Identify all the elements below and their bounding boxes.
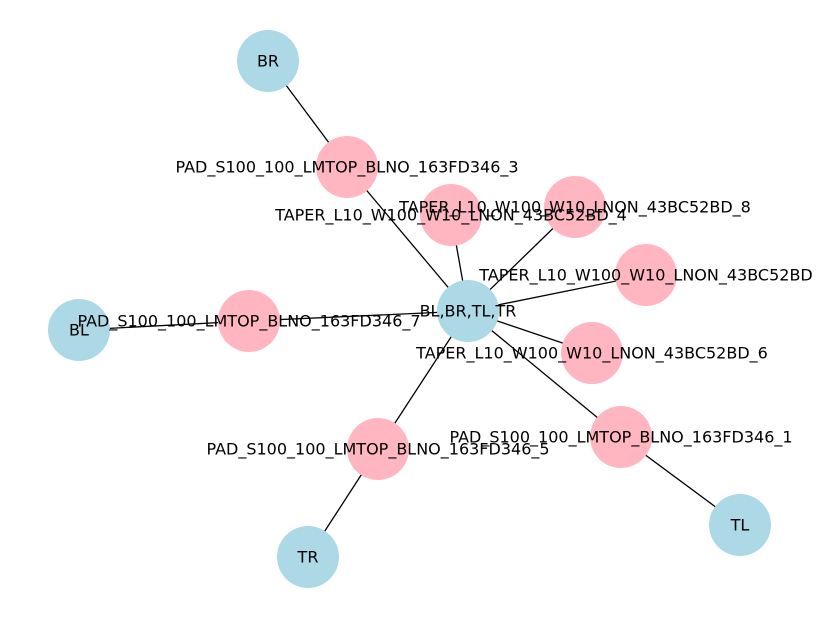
node-taper4[interactable] bbox=[420, 184, 482, 246]
node-tr[interactable] bbox=[277, 526, 339, 588]
node-label-pad7: PAD_S100_100_LMTOP_BLNO_163FD346_7 bbox=[77, 312, 420, 332]
node-label-taper6: TAPER_L10_W100_W10_LNON_43BC52BD_6 bbox=[415, 344, 768, 364]
node-label-tl: TL bbox=[730, 516, 750, 535]
edge-hub-pad1 bbox=[467, 310, 622, 438]
node-taper8[interactable] bbox=[544, 176, 606, 238]
node-taper6[interactable] bbox=[561, 322, 623, 384]
labels-layer: BL,BR,TL,TR BR BL TL TR PAD_S100_100_LMTOP_BL… bbox=[69, 52, 813, 567]
node-label-tr: TR bbox=[297, 548, 319, 567]
node-pad7[interactable] bbox=[218, 290, 280, 352]
node-tl[interactable] bbox=[709, 494, 771, 556]
node-label-br: BR bbox=[257, 52, 279, 71]
node-label-bl: BL bbox=[69, 321, 89, 340]
node-pad1[interactable] bbox=[590, 406, 652, 468]
node-label-pad5: PAD_S100_100_LMTOP_BLNO_163FD346_5 bbox=[206, 440, 549, 460]
node-label-taper8: TAPER_L10_W100_W10_LNON_43BC52BD_8 bbox=[398, 198, 751, 218]
edges-layer bbox=[78, 60, 741, 558]
nodes-layer bbox=[48, 30, 771, 588]
node-label-pad3: PAD_S100_100_LMTOP_BLNO_163FD346_3 bbox=[175, 158, 518, 178]
node-label-taper4: TAPER_L10_W100_W10_LNON_43BC52BD_4 bbox=[274, 206, 627, 226]
node-taper2[interactable] bbox=[615, 244, 677, 306]
node-label-hub: BL,BR,TL,TR bbox=[420, 302, 517, 321]
node-bl[interactable] bbox=[48, 299, 110, 361]
node-br[interactable] bbox=[237, 30, 299, 92]
node-label-taper2: TAPER_L10_W100_W10_LNON_43BC52BD bbox=[478, 266, 813, 286]
node-pad5[interactable] bbox=[347, 418, 409, 480]
edge-hub-pad7 bbox=[248, 310, 469, 322]
node-pad3[interactable] bbox=[316, 136, 378, 198]
node-hub[interactable] bbox=[437, 280, 499, 342]
edge-hub-pad3 bbox=[346, 166, 469, 312]
node-label-pad1: PAD_S100_100_LMTOP_BLNO_163FD346_1 bbox=[449, 428, 792, 448]
